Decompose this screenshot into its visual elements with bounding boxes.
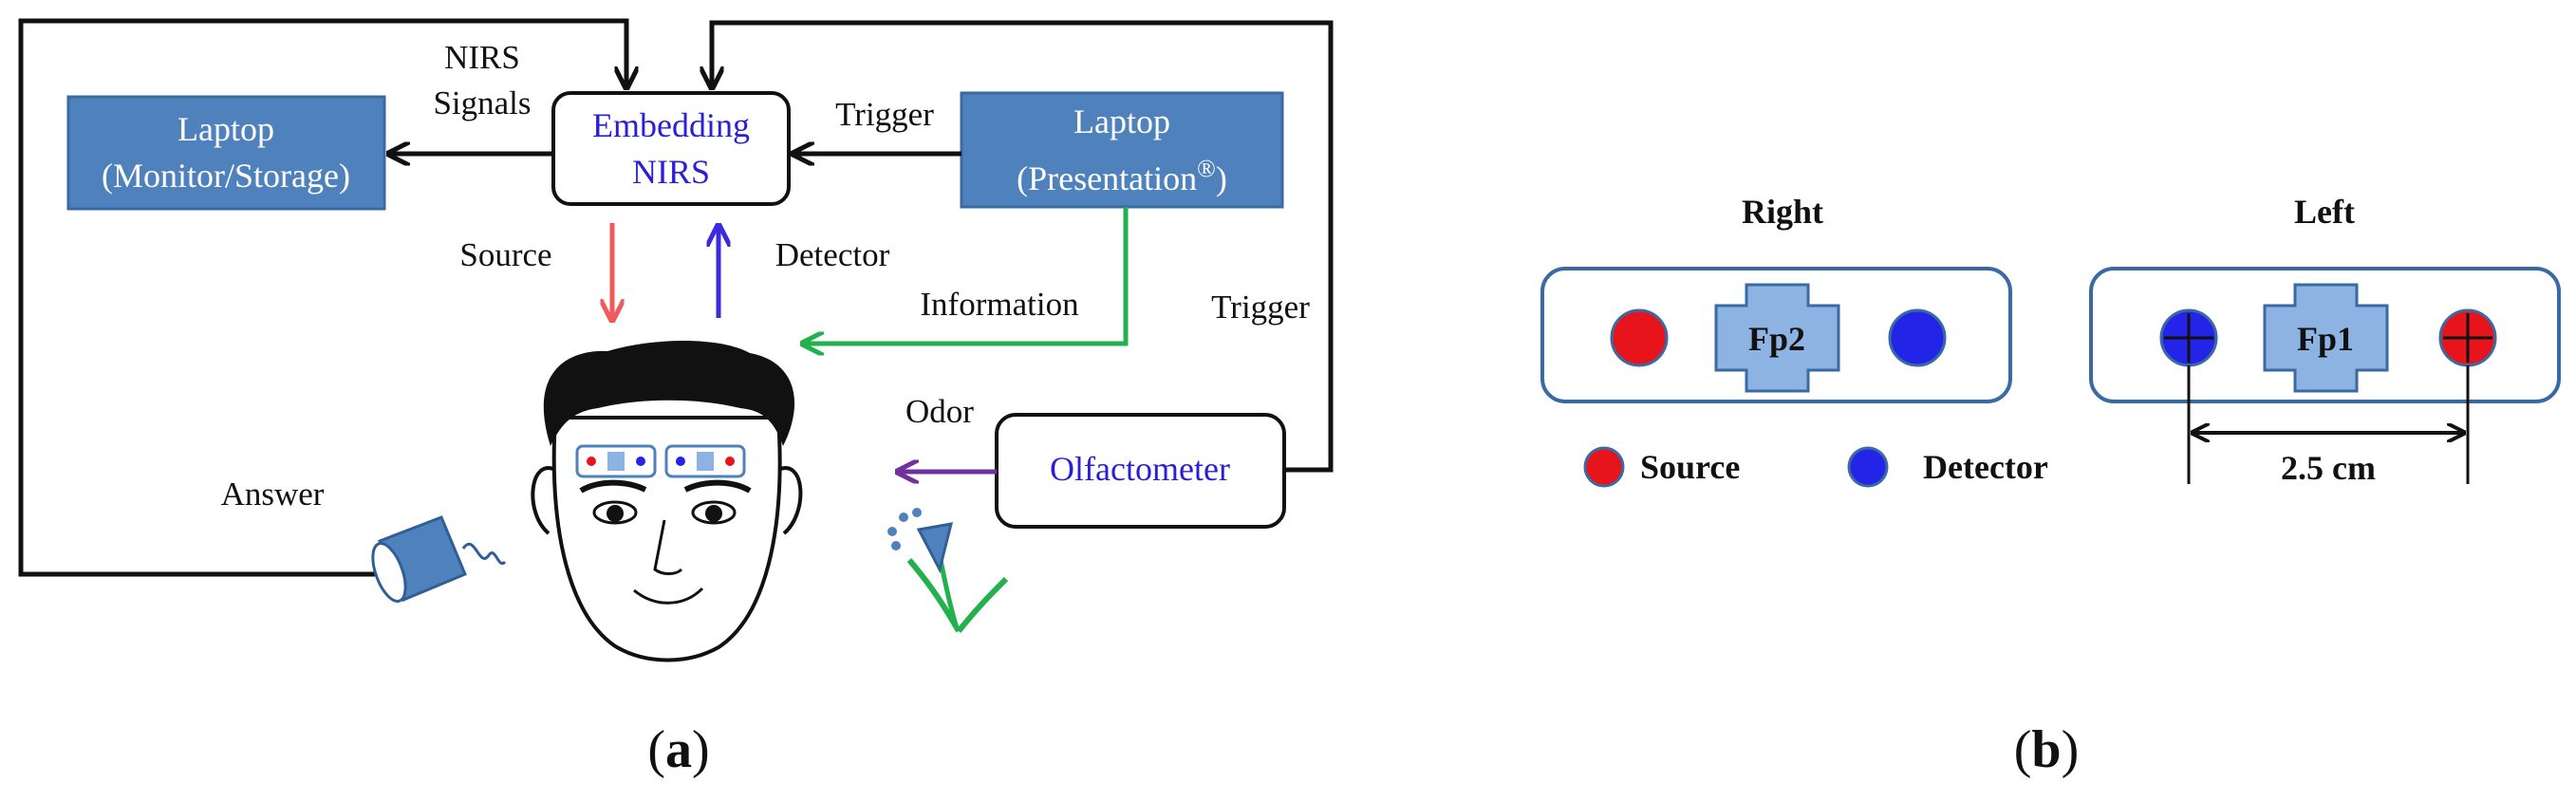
- caption-b: (b): [2014, 720, 2079, 779]
- laptop-monitor-subtitle: (Monitor/Storage): [102, 157, 350, 195]
- nose: [653, 519, 683, 575]
- patch-fp2: [607, 452, 625, 471]
- right-title: Right: [1742, 193, 1823, 231]
- odor-label: Odor: [905, 393, 974, 430]
- olfactometer-label: Olfactometer: [1050, 450, 1230, 488]
- panel-a: Laptop (Monitor/Storage) Embedding NIRS …: [18, 18, 1334, 779]
- embedding-nirs-box: [551, 91, 791, 206]
- left-pupil: [705, 505, 722, 522]
- patch-source-dot-2: [725, 457, 735, 466]
- right-pupil: [607, 505, 624, 522]
- right-source-optode: [1610, 308, 1669, 367]
- patch-fp1: [697, 452, 714, 471]
- trigger-right-label: Trigger: [1211, 289, 1310, 326]
- trigger-loop-line: [712, 20, 1334, 473]
- panel-b: Right Left Fp2 Fp1 2.5 cm Source Detecto…: [1540, 193, 2561, 779]
- information-arrow: [805, 207, 1129, 344]
- laptop-monitor-box: [66, 95, 386, 211]
- source-label: Source: [459, 236, 551, 273]
- right-ear: [777, 466, 803, 535]
- answer-label: Answer: [221, 476, 325, 513]
- right-eyebrow: [579, 479, 647, 494]
- laptop-presentation-box: [960, 91, 1284, 209]
- fp2-marker: [1714, 283, 1840, 393]
- left-ear: [531, 466, 556, 535]
- legend-detector-swatch: [1847, 446, 1889, 488]
- fp1-label: Fp1: [2297, 320, 2354, 358]
- distance-label: 2.5 cm: [2281, 449, 2376, 487]
- laptop-monitor-title: Laptop: [177, 110, 274, 148]
- legend-source-swatch: [1583, 446, 1625, 488]
- answer-loop-line: [18, 18, 626, 577]
- left-title: Left: [2294, 193, 2355, 231]
- signals-label: Signals: [433, 84, 531, 121]
- hair: [543, 340, 795, 446]
- caption-a: (a): [647, 720, 709, 779]
- face-outline: [551, 416, 782, 662]
- fp1-marker: [2263, 283, 2389, 393]
- embedding-nirs-title: Embedding: [592, 106, 750, 144]
- left-eyebrow: [683, 479, 752, 494]
- flower-icon: [887, 508, 1009, 633]
- fp2-label: Fp2: [1748, 320, 1805, 358]
- trigger-top-label: Trigger: [835, 96, 934, 133]
- legend-detector-label: Detector: [1923, 448, 2048, 486]
- subject-face: [531, 340, 803, 662]
- laptop-presentation-subtitle: (Presentation®): [1017, 155, 1227, 197]
- laptop-presentation-title: Laptop: [1073, 103, 1170, 140]
- patch-detector-dot: [636, 457, 645, 466]
- mouth: [633, 587, 704, 605]
- right-detector-optode: [1888, 308, 1947, 367]
- detector-label: Detector: [775, 236, 890, 273]
- embedding-nirs-subtitle: NIRS: [632, 153, 710, 191]
- patch-source-dot: [587, 457, 596, 466]
- answer-device-icon: [371, 515, 507, 603]
- information-label: Information: [920, 286, 1078, 323]
- nirs-label: NIRS: [444, 39, 520, 76]
- legend-source-label: Source: [1640, 448, 1740, 486]
- patch-detector-dot-2: [676, 457, 685, 466]
